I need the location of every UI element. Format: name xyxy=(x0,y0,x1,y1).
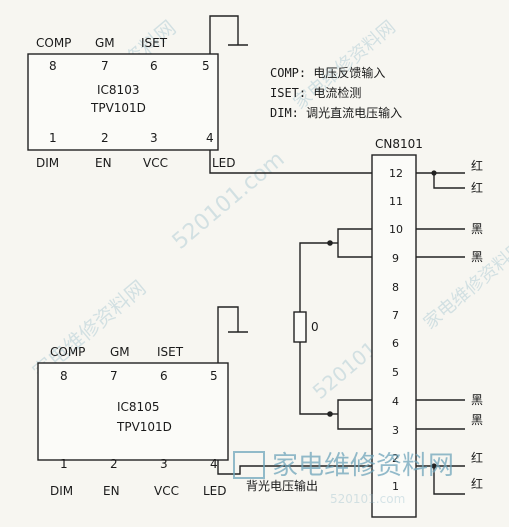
pin-legend: COMP: 电压反馈输入 ISET: 电流检测 DIM: 调光直流电压输入 xyxy=(270,65,402,120)
ic-top-pin8-num: 8 xyxy=(49,59,57,73)
logo-url: 520101.com xyxy=(330,492,405,506)
cn-pin12-branch xyxy=(433,173,465,189)
resistor-bottom-wire xyxy=(299,342,330,415)
wire-label-black-3: 黑 xyxy=(471,393,483,407)
cn-pin-2: 2 xyxy=(392,452,399,465)
cn-pin-10: 10 xyxy=(389,223,403,236)
wire-label-black-2: 黑 xyxy=(471,250,483,264)
ic-bottom-pin3-name: VCC xyxy=(154,484,179,498)
ic-top-pin4-num: 4 xyxy=(206,131,214,145)
ic-bottom-ref: IC8105 xyxy=(117,400,159,414)
legend-iset: ISET: 电流检测 xyxy=(270,85,361,100)
connector-body xyxy=(371,154,417,518)
ic-bottom-pin4-name: LED xyxy=(203,484,227,498)
ic-bottom-pin7-name: GM xyxy=(110,345,130,359)
cn-pin-6: 6 xyxy=(392,337,399,350)
ic-top-pin4-name: LED xyxy=(212,156,236,170)
ic-top-pin2-num: 2 xyxy=(101,131,109,145)
ic-top-pin7-num: 7 xyxy=(101,59,109,73)
wire-label-red-1: 红 xyxy=(471,158,483,173)
ic-top-pin5-num: 5 xyxy=(202,59,210,73)
ic-bottom-pin5-wire xyxy=(217,306,239,363)
cn-pin-3: 3 xyxy=(392,424,399,437)
resistor-top-wire xyxy=(299,242,330,312)
resistor-value: 0 xyxy=(311,320,319,334)
cn-pin-11: 11 xyxy=(389,195,403,208)
ic-top: COMP GM ISET 8 7 6 5 IC8103 TPV101D 1 2 … xyxy=(27,36,236,170)
ic-bottom-pin8-num: 8 xyxy=(60,369,68,383)
ic-bottom-led-wire xyxy=(217,460,372,475)
ic-bottom: COMP GM ISET 8 7 6 5 IC8105 TPV101D 1 2 … xyxy=(37,345,229,498)
ic-bottom-pin2-name: EN xyxy=(103,484,120,498)
ic-top-pin5-wire xyxy=(209,15,239,54)
wire-label-black-1: 黑 xyxy=(471,222,483,236)
wire-label-red-4: 红 xyxy=(471,476,483,491)
ic-top-pin3-num: 3 xyxy=(150,131,158,145)
ic-top-pin3-name: VCC xyxy=(143,156,168,170)
cn-pin-9: 9 xyxy=(392,252,399,265)
resistor-icon xyxy=(293,311,307,343)
ic-bottom-pin1-name: DIM xyxy=(50,484,73,498)
logo-text: 家电维修资料网 xyxy=(272,451,454,481)
cn-pin-8: 8 xyxy=(392,281,399,294)
ic-top-pin6-num: 6 xyxy=(150,59,158,73)
ic-bottom-pin2-num: 2 xyxy=(110,457,118,471)
cn-pin-12: 12 xyxy=(389,167,403,180)
cn-pin-5: 5 xyxy=(392,366,399,379)
cn-pin-7: 7 xyxy=(392,309,399,322)
wire-label-red-2: 红 xyxy=(471,180,483,195)
ic-bottom-pin7-num: 7 xyxy=(110,369,118,383)
ic-top-body xyxy=(27,53,219,151)
ic-top-pin8-name: COMP xyxy=(36,36,71,50)
junction-dot xyxy=(431,170,437,176)
watermark-logo: 家电维修资料网 520101.com xyxy=(233,451,454,506)
ic-bottom-pin4-num: 4 xyxy=(210,457,218,471)
ic-top-part: TPV101D xyxy=(90,101,146,115)
ic-top-pin1-name: DIM xyxy=(36,156,59,170)
junction-dot xyxy=(431,463,437,469)
ic-bottom-part: TPV101D xyxy=(116,420,172,434)
ic-bottom-pin1-num: 1 xyxy=(60,457,68,471)
cn-pin4-3-bridge xyxy=(337,399,372,430)
cn-pin-4: 4 xyxy=(392,395,399,408)
connector-ref: CN8101 xyxy=(375,137,423,151)
watermark-text: 家电维修资料网 xyxy=(420,237,509,334)
ic-bottom-pin8-name: COMP xyxy=(50,345,85,359)
logo-icon xyxy=(233,451,265,479)
ic-top-pin1-num: 1 xyxy=(49,131,57,145)
legend-comp: COMP: 电压反馈输入 xyxy=(270,65,385,80)
connector-cn8101: CN8101 12 11 10 9 8 7 6 5 4 3 2 1 xyxy=(371,137,423,518)
cn-pin-1: 1 xyxy=(392,480,399,493)
ic-top-pin7-name: GM xyxy=(95,36,115,50)
ic-bottom-pin5-num: 5 xyxy=(210,369,218,383)
backlight-voltage-note: 背光电压输出 xyxy=(246,478,318,493)
cn-pin10-9-bridge xyxy=(337,228,372,258)
legend-dim: DIM: 调光直流电压输入 xyxy=(270,105,402,120)
wire-label-red-3: 红 xyxy=(471,450,483,465)
wire-label-black-4: 黑 xyxy=(471,413,483,427)
ic-top-ref: IC8103 xyxy=(97,83,139,97)
ic-bottom-pin3-num: 3 xyxy=(160,457,168,471)
ic-top-pin6-name: ISET xyxy=(141,36,168,50)
ic-bottom-pin6-num: 6 xyxy=(160,369,168,383)
ic-bottom-body xyxy=(37,362,229,461)
ic-bottom-pin6-name: ISET xyxy=(157,345,184,359)
ic-top-led-wire xyxy=(209,150,372,174)
ic-top-pin2-name: EN xyxy=(95,156,112,170)
cn-pin1-branch xyxy=(433,466,465,495)
